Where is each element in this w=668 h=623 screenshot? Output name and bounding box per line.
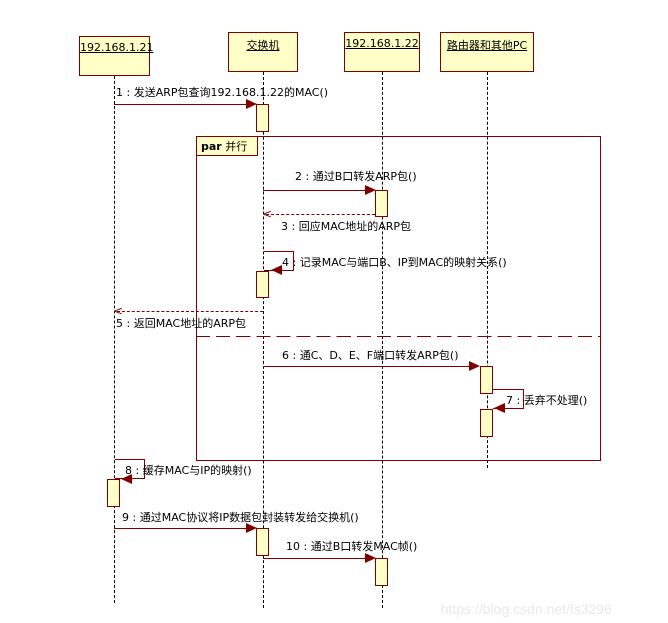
lifeline-label-host21: 192.168.1.21 [80, 41, 154, 54]
message-7-loop[interactable] [493, 389, 524, 409]
message-5-line[interactable] [117, 311, 263, 312]
message-10-label: 10 : 通过B口转发MAC帧() [286, 540, 418, 553]
lifeline-header-host21[interactable]: 192.168.1.21 [79, 36, 154, 76]
message-7-label: 7 : 丢弃不处理() [506, 394, 588, 407]
lifeline-others [487, 72, 488, 468]
message-3-arrowhead: < [262, 207, 273, 221]
message-5-arrowhead: < [113, 304, 124, 318]
activation-switch-3 [256, 528, 269, 556]
activation-others-2 [480, 409, 493, 437]
activation-host22-1 [375, 190, 388, 217]
message-2-line[interactable] [263, 190, 365, 191]
message-10-arrowhead [365, 553, 376, 563]
message-5-label: 5 : 返回MAC地址的ARP包 [116, 317, 247, 330]
message-1-arrowhead [246, 99, 257, 109]
activation-host22-2 [375, 558, 388, 586]
par-fragment: par 并行 [196, 136, 601, 461]
message-8-label: 8 : 缓存MAC与IP的映射() [125, 464, 252, 477]
message-1-label: 1 : 发送ARP包查询192.168.1.22的MAC() [116, 86, 329, 99]
lifeline-label-others: 路由器和其他PC [446, 39, 528, 52]
watermark: https://blog.csdn.net/fs3296 [440, 601, 612, 617]
lifeline-host22 [382, 72, 383, 608]
fragment-tag: par 并行 [197, 137, 259, 156]
message-6-arrowhead [469, 361, 480, 371]
lifeline-label-switch: 交换机 [246, 39, 280, 52]
activation-host21-1 [107, 479, 120, 507]
message-2-arrowhead [365, 185, 376, 195]
activation-others-1 [480, 366, 493, 394]
activation-switch-2 [256, 271, 269, 298]
lifeline-header-switch[interactable]: 交换机 [228, 32, 298, 72]
message-3-line[interactable] [266, 214, 375, 215]
activation-switch-1 [256, 104, 269, 132]
message-4-arrowhead [271, 265, 282, 275]
message-10-line[interactable] [263, 558, 365, 559]
message-2-label: 2 : 通过B口转发ARP包() [295, 170, 417, 183]
message-1-line[interactable] [114, 104, 246, 105]
lifeline-label-host22: 192.168.1.22 [345, 37, 419, 50]
message-8-arrowhead [121, 474, 132, 484]
message-9-label: 9 : 通过MAC协议将IP数据包封装转发给交换机() [122, 511, 359, 524]
message-6-line[interactable] [263, 366, 469, 367]
message-7-arrowhead [494, 403, 505, 413]
message-3-label: 3 : 回应MAC地址的ARP包 [281, 220, 412, 233]
diagram-area [44, 12, 644, 623]
fragment-divider [197, 336, 600, 337]
message-9-line[interactable] [114, 528, 246, 529]
message-9-arrowhead [246, 523, 257, 533]
fragment-keyword: par [201, 140, 222, 153]
message-4-label: 4 : 记录MAC与端口B、IP到MAC的映射关系() [282, 256, 507, 269]
lifeline-header-others[interactable]: 路由器和其他PC [440, 32, 534, 72]
lifeline-switch [263, 72, 264, 608]
message-6-label: 6 : 通C、D、E、F端口转发ARP包() [282, 349, 459, 362]
lifeline-header-host22[interactable]: 192.168.1.22 [344, 32, 420, 72]
lifeline-host21 [114, 76, 115, 603]
fragment-label: 并行 [225, 140, 248, 153]
